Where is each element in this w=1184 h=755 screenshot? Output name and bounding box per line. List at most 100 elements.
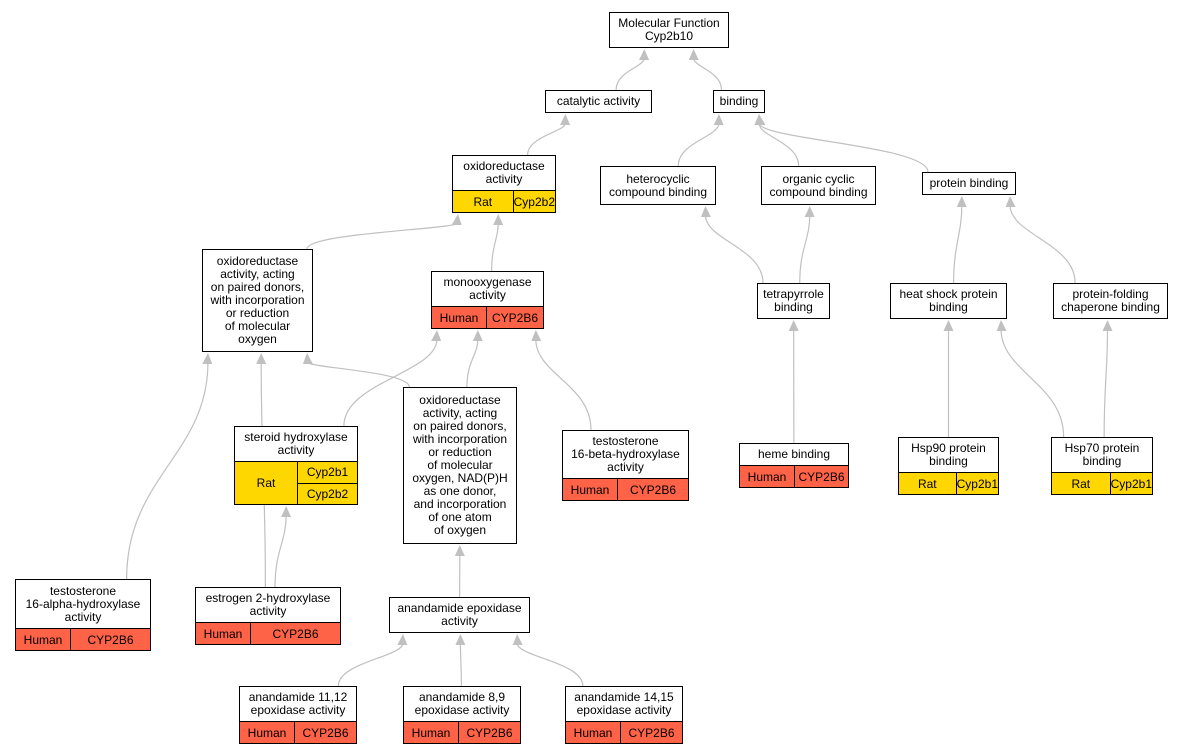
go-term-label: anandamide 14,15 epoxidase activity	[574, 690, 674, 717]
arrowhead-icon	[639, 49, 650, 60]
go-term-label: tetrapyrrole binding	[763, 287, 824, 314]
go-term-tetra[interactable]: tetrapyrrole binding	[757, 283, 830, 319]
arrowhead-icon	[755, 114, 766, 125]
go-term-label: monooxygenase activity	[443, 275, 532, 302]
edge-a1415-to-anan	[516, 642, 584, 687]
arrowhead-icon	[202, 353, 213, 364]
arrowhead-icon	[451, 214, 462, 225]
arrowhead-icon	[397, 634, 408, 645]
annotation-row: Human CYP2B6	[404, 721, 520, 743]
species-label: Human	[432, 307, 487, 328]
edge-hsp70-to-pfold	[1103, 328, 1109, 438]
go-term-label: anandamide 8,9 epoxidase activity	[414, 690, 510, 717]
go-term-label: catalytic activity	[556, 94, 641, 108]
arrowhead-icon	[256, 353, 267, 364]
gene-label: CYP2B6	[628, 725, 675, 740]
arrowhead-icon	[996, 320, 1007, 331]
go-term-hetero[interactable]: heterocyclic compound binding	[600, 166, 716, 205]
arrowhead-icon	[943, 320, 954, 331]
go-term-label: testosterone 16-alpha-hydroxylase activi…	[25, 583, 141, 624]
arrowhead-icon	[1005, 196, 1016, 207]
edge-tetra-to-hetero	[704, 214, 764, 284]
arrowhead-icon	[531, 330, 542, 341]
go-term-mf[interactable]: Molecular Function Cyp2b10	[609, 12, 729, 48]
go-term-label: oxidoreductase activity	[463, 159, 545, 186]
species-label: Rat	[235, 462, 298, 504]
edge-hsbind-to-protbind	[953, 204, 963, 284]
go-term-orgcyc[interactable]: organic cyclic compound binding	[761, 166, 876, 205]
arrowhead-icon	[472, 330, 483, 341]
go-term-label: anandamide 11,12 epoxidase activity	[248, 690, 348, 717]
gene-label: CYP2B6	[272, 626, 319, 641]
edge-tetra-to-orgcyc	[799, 214, 811, 284]
species-label: Human	[240, 722, 295, 743]
go-term-oxrednadph[interactable]: oxidoreductase activity, acting on paire…	[403, 387, 517, 544]
go-term-label: steroid hydroxylase activity	[244, 430, 348, 457]
edge-t16b-to-monoox	[535, 338, 592, 431]
species-label: Rat	[899, 473, 957, 494]
edge-a89-to-anan	[459, 642, 462, 687]
edge-bind-to-mf	[692, 57, 723, 91]
go-term-t16b[interactable]: testosterone 16-beta-hydroxylase activit…	[562, 430, 689, 501]
go-term-label: protein-folding chaperone binding	[1061, 287, 1160, 314]
arrowhead-icon	[512, 634, 523, 645]
edge-estro-to-steroid	[274, 514, 287, 588]
gene-label: CYP2B6	[629, 482, 677, 497]
go-term-oxredpd[interactable]: oxidoreductase activity, acting on paire…	[202, 249, 313, 352]
arrowhead-icon	[788, 320, 799, 331]
go-term-label: heat shock protein binding	[899, 287, 998, 314]
go-term-cat[interactable]: catalytic activity	[545, 90, 652, 113]
edge-pfold-to-protbind	[1009, 204, 1076, 284]
go-term-label: oxidoreductase activity, acting on paire…	[210, 254, 305, 346]
species-label: Human	[16, 629, 71, 650]
gene-label: Cyp2b2	[513, 194, 555, 209]
go-term-label: organic cyclic compound binding	[769, 171, 868, 199]
go-term-hsbind[interactable]: heat shock protein binding	[890, 283, 1007, 319]
go-term-anan[interactable]: anandamide epoxidase activity	[389, 597, 530, 633]
species-label: Human	[404, 722, 459, 743]
edge-oxrednadph-to-monoox	[466, 338, 479, 388]
gene-label: CYP2B6	[491, 310, 539, 325]
go-term-protbind[interactable]: protein binding	[922, 172, 1016, 195]
go-term-label: Molecular Function Cyp2b10	[618, 16, 720, 43]
gene-label: CYP2B6	[466, 725, 513, 740]
go-term-label: anandamide epoxidase activity	[397, 601, 522, 628]
arrowhead-icon	[700, 206, 711, 217]
edge-oxrednadph-to-oxredpd	[306, 361, 410, 388]
edge-a1112-to-anan	[337, 642, 404, 687]
arrowhead-icon	[302, 353, 313, 364]
go-term-label: heterocyclic compound binding	[608, 171, 708, 199]
go-term-pfold[interactable]: protein-folding chaperone binding	[1053, 283, 1168, 319]
arrowhead-icon	[455, 634, 466, 645]
arrowhead-icon	[493, 214, 504, 225]
edge-oxredpd-to-oxred	[306, 222, 459, 250]
arrowhead-icon	[956, 196, 967, 207]
go-term-label: binding	[719, 94, 759, 108]
go-term-t16a[interactable]: testosterone 16-alpha-hydroxylase activi…	[15, 579, 151, 651]
go-term-bind[interactable]: binding	[713, 90, 765, 113]
edge-orgcyc-to-bind	[758, 122, 800, 167]
edge-t16a-to-oxredpd	[126, 361, 209, 580]
edge-hsp70-to-hsbind	[1000, 328, 1065, 438]
arrowhead-icon	[1102, 320, 1113, 331]
go-term-label: Hsp90 protein binding	[911, 441, 986, 468]
arrowhead-icon	[713, 114, 724, 125]
